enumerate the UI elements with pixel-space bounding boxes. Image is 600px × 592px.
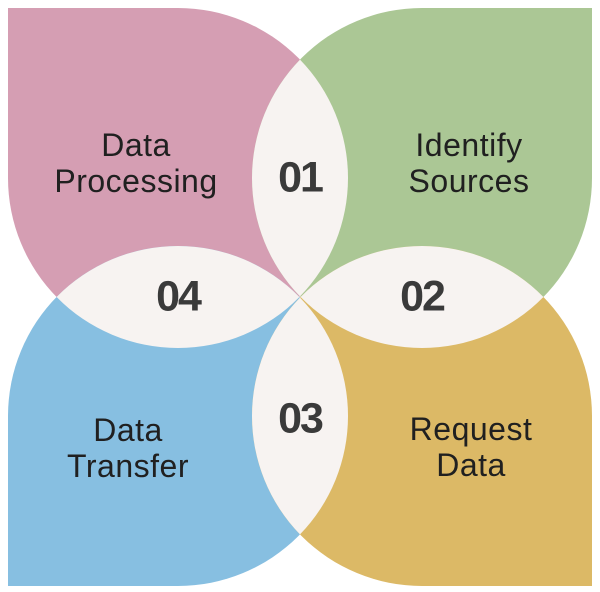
petal-bottom-right-shape [252,246,592,586]
step-number-02: 02 [400,272,446,321]
intersection-left-shape [56,246,300,348]
intersection-bottom-shape [251,297,349,535]
petal-label-data-processing: Data Processing [54,127,218,199]
petal-top-left-shape [8,8,348,348]
petal-top-right-shape [252,8,592,348]
step-number-04: 04 [156,272,202,321]
petal-label-identify-sources: Identify Sources [408,127,530,199]
step-number-03: 03 [278,394,324,443]
petal-bottom-left-shape [8,246,348,586]
petal-label-data-transfer: Data Transfer [67,412,189,484]
petal-label-request-data: Request Data [409,411,533,483]
intersection-top-shape [251,59,349,297]
step-number-01: 01 [278,153,324,202]
intersection-right-shape [300,246,544,348]
